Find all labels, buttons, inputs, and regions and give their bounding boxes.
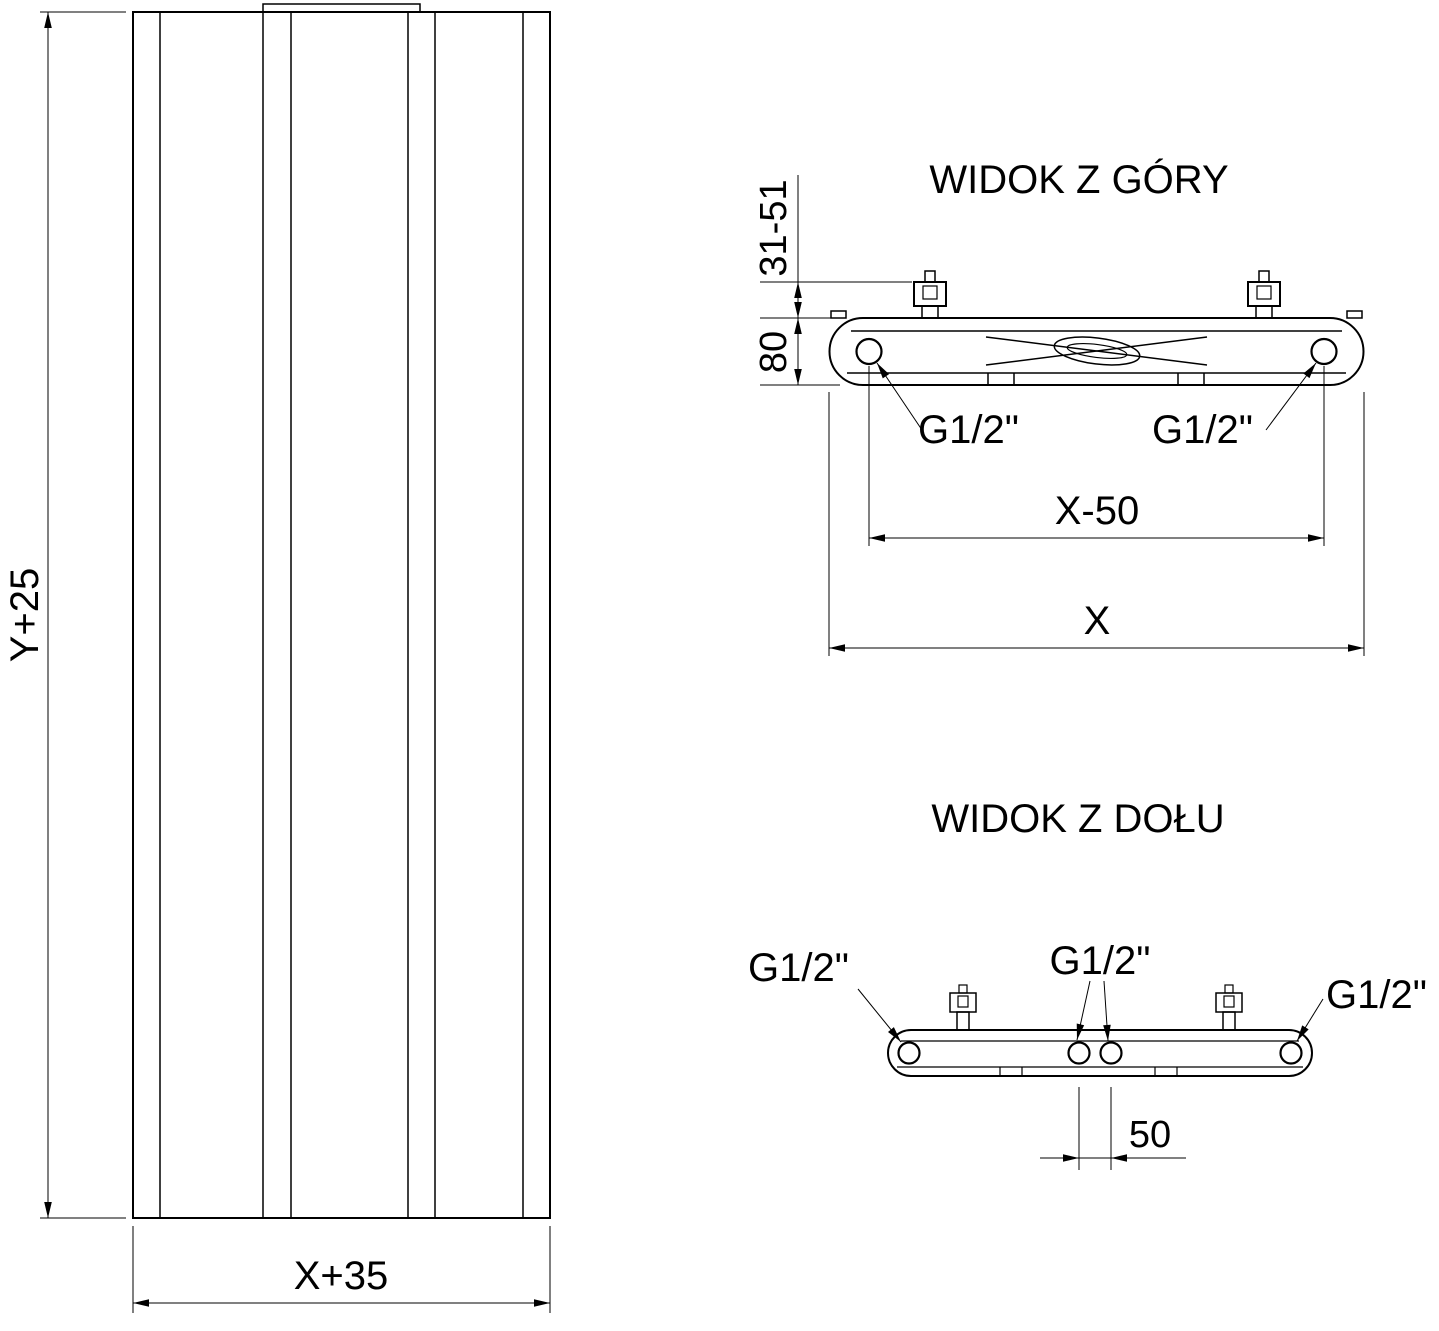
right-port-leader (1265, 362, 1317, 431)
right-port-leader-b (1296, 998, 1324, 1042)
panel-groove-lines (159, 12, 524, 1218)
depth-label: 80 (753, 331, 795, 373)
ports-span-label: X-50 (1055, 489, 1140, 533)
center-port-a-bottom-view (1067, 1041, 1091, 1065)
bottom-view: WIDOK Z DOŁU (887, 797, 1313, 1077)
end-cap-left (830, 310, 847, 319)
bottom-notches-b (999, 1067, 1178, 1076)
total-width-label: X (1084, 599, 1111, 643)
left-port-top-view (855, 337, 883, 366)
left-port-label-bottom-view: G1/2" (748, 946, 849, 990)
left-port-bottom-view (897, 1041, 921, 1065)
left-port-leader-b (857, 988, 902, 1043)
bracket-range-label: 31-51 (753, 179, 795, 276)
radiator-body-top (828, 317, 1365, 386)
spacing-label: 50 (1129, 1114, 1171, 1156)
wall-bracket-right-bottom-view (1215, 984, 1243, 1031)
top-view-dimensions: 31-51 80 G1/2" G1/2" X-50 X (753, 175, 1365, 656)
top-view-title: WIDOK Z GÓRY (929, 157, 1228, 202)
center-port-leader-b (1103, 980, 1111, 1042)
bottom-view-dimensions: G1/2" G1/2" G1/2" 50 (748, 939, 1427, 1170)
top-view: WIDOK Z GÓRY (828, 157, 1365, 386)
right-port-top-view (1310, 337, 1338, 366)
right-port-label-bottom-view: G1/2" (1326, 973, 1427, 1017)
height-dim-label: Y+25 (3, 568, 47, 663)
wall-bracket-left-top-view (913, 270, 947, 319)
center-port-b-bottom-view (1099, 1041, 1123, 1065)
left-port-label-top-view: G1/2" (918, 408, 1019, 452)
right-port-bottom-view (1279, 1041, 1303, 1065)
radiator-body-front (132, 11, 551, 1219)
center-port-leader-a (1076, 980, 1091, 1041)
right-port-label-top-view: G1/2" (1152, 408, 1253, 452)
width-dim-label: X+35 (294, 1254, 389, 1298)
bottom-notches (987, 373, 1205, 385)
wall-bracket-left-bottom-view (949, 984, 977, 1031)
center-port-label-bottom-view: G1/2" (1050, 939, 1151, 983)
front-view-dimensions: Y+25 X+35 (3, 11, 551, 1313)
end-cap-right (1346, 310, 1363, 319)
top-collector-cap (262, 3, 421, 13)
center-crossing-detail (985, 336, 1208, 366)
left-port-leader (876, 362, 923, 431)
front-view (132, 3, 551, 1219)
bottom-view-title: WIDOK Z DOŁU (931, 797, 1224, 841)
wall-bracket-right-top-view (1247, 270, 1281, 319)
